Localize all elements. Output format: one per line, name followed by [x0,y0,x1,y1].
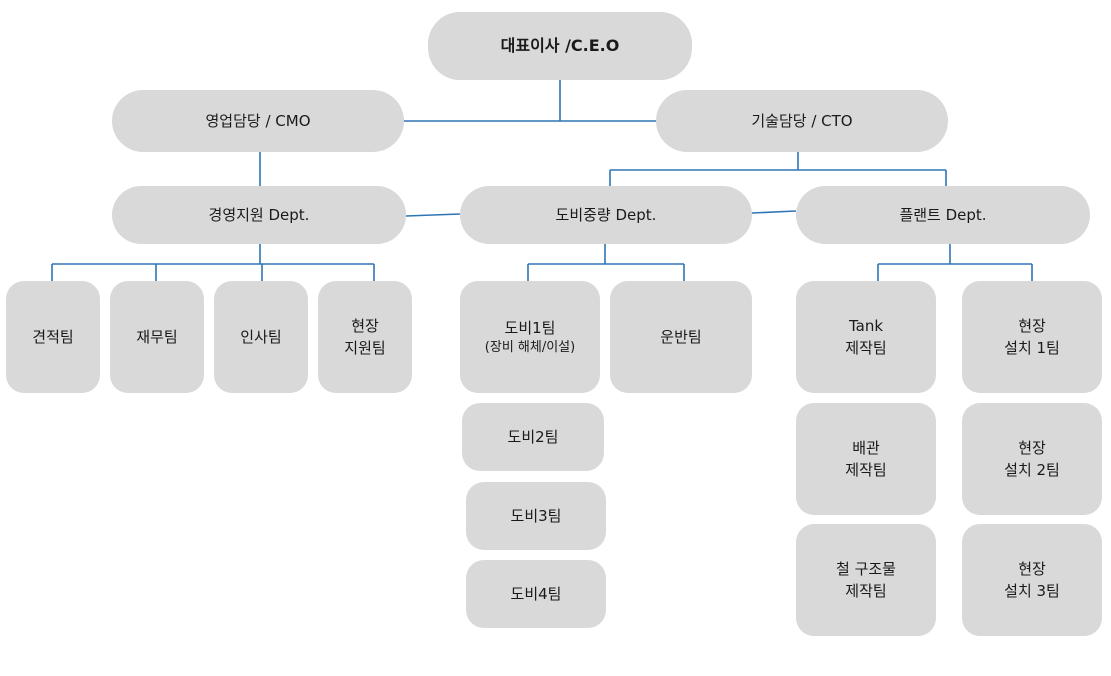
team-estimate: 견적팀 [6,281,100,393]
team-finance: 재무팀 [110,281,204,393]
ceo-label: 대표이사 /C.E.O [500,36,620,55]
team-tank: Tank 제작팀 [796,281,936,393]
cto-label: 기술담당 / CTO [751,112,853,130]
team-dobi2-label: 도비2팀 [507,428,559,446]
team-install2-line1: 현장 [1018,439,1046,457]
team-dobi1-line1: 도비1팀 [504,319,556,337]
team-dobi3: 도비3팀 [466,482,606,550]
dept-plant-label: 플랜트 Dept. [899,206,987,224]
dept-management-label: 경영지원 Dept. [208,206,310,224]
team-field-support-line1: 현장 [351,317,379,335]
team-install1: 현장 설치 1팀 [962,281,1102,393]
team-hr: 인사팀 [214,281,308,393]
team-install2: 현장 설치 2팀 [962,403,1102,515]
cmo-label: 영업담당 / CMO [205,112,311,130]
team-dobi1: 도비1팀 (장비 해체/이설) [460,281,600,393]
team-install3: 현장 설치 3팀 [962,524,1102,636]
team-install3-line2: 설치 3팀 [1004,582,1060,600]
team-finance-label: 재무팀 [136,328,178,346]
team-dobi4: 도비4팀 [466,560,606,628]
team-install3-line1: 현장 [1018,560,1046,578]
team-install2-line2: 설치 2팀 [1004,461,1060,479]
team-dobi4-label: 도비4팀 [510,585,562,603]
team-steel-line1: 철 구조물 [836,560,896,578]
team-install1-line1: 현장 [1018,317,1046,335]
cto-node: 기술담당 / CTO [656,90,948,152]
team-field-support: 현장 지원팀 [318,281,412,393]
team-estimate-label: 견적팀 [32,328,74,346]
team-transport: 운반팀 [610,281,752,393]
team-install1-line2: 설치 1팀 [1004,339,1060,357]
team-dobi2: 도비2팀 [462,403,604,471]
team-tank-line2: 제작팀 [845,339,887,357]
cmo-node: 영업담당 / CMO [112,90,404,152]
team-dobi1-line2: (장비 해체/이설) [484,340,576,355]
dept-dobi: 도비중량 Dept. [460,186,752,244]
connector-mgmt-dobi [405,213,461,217]
team-dobi3-label: 도비3팀 [510,507,562,525]
dept-dobi-label: 도비중량 Dept. [555,206,657,224]
ceo-node: 대표이사 /C.E.O [428,12,692,80]
team-piping-line2: 제작팀 [845,461,887,479]
team-hr-label: 인사팀 [240,328,282,346]
team-steel: 철 구조물 제작팀 [796,524,936,636]
team-steel-line2: 제작팀 [845,582,887,600]
team-field-support-line2: 지원팀 [344,339,386,357]
team-piping: 배관 제작팀 [796,403,936,515]
dept-management: 경영지원 Dept. [112,186,406,244]
team-tank-line1: Tank [848,317,884,335]
team-transport-label: 운반팀 [660,328,702,346]
dept-plant: 플랜트 Dept. [796,186,1090,244]
team-piping-line1: 배관 [852,439,880,457]
connector-dobi-plant [751,210,797,214]
